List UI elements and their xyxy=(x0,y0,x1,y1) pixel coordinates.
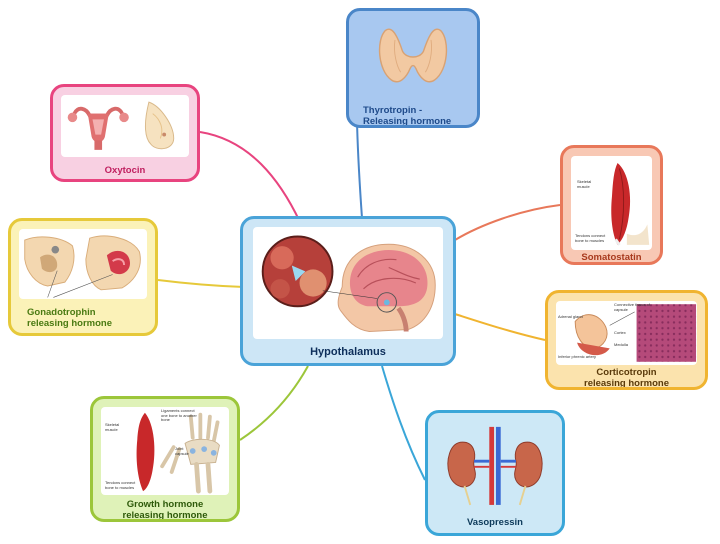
capsule-callout: Connective tissue of capsule xyxy=(614,302,651,312)
kidneys-icon xyxy=(447,426,543,506)
skeletal-muscle-callout: Skeletal muscle xyxy=(577,179,592,189)
link-somatostatin xyxy=(454,204,561,241)
adrenal-gland-icon xyxy=(574,314,610,356)
somatostatin-label: Somatostatin xyxy=(581,252,642,263)
link-gonadotrophin xyxy=(157,279,245,288)
tendons-callout: Tendons connect bone to muscles xyxy=(105,480,136,490)
zoom-circle-icon xyxy=(261,235,334,308)
muscle-icon xyxy=(136,412,155,492)
hand-bones-icon xyxy=(160,412,220,494)
growth-hormone-label: Growth hormone releasing hormone xyxy=(122,499,208,521)
thyrotropin-illustration xyxy=(357,19,469,95)
female-reproductive-icon xyxy=(85,235,141,291)
joint-capsule-callout: Joint capsule xyxy=(175,446,189,456)
oxytocin-label: Oxytocin xyxy=(104,165,146,176)
oxytocin-illustration xyxy=(61,95,189,157)
node-gonadotrophin[interactable]: Gonadotrophin releasing hormone xyxy=(8,218,158,336)
uterus-icon xyxy=(67,106,129,150)
adrenal-gland-callout: Adrenal gland xyxy=(558,314,583,319)
ligaments-callout: Ligaments connect one bone to another bo… xyxy=(161,408,197,422)
skeletal-muscle-callout: Skeletal muscle xyxy=(105,422,120,432)
corticotropin-label: Corticotropin releasing hormone xyxy=(584,367,669,389)
hypothalamus-label: Hypothalamus xyxy=(310,346,386,358)
vasopressin-label: Vasopressin xyxy=(467,517,523,528)
node-somatostatin[interactable]: Skeletal muscle Tendons connect bone to … xyxy=(560,145,663,265)
cortex-callout: Cortex xyxy=(614,330,626,335)
node-vasopressin[interactable]: Vasopressin xyxy=(425,410,565,536)
vasopressin-illustration xyxy=(436,421,554,507)
head-brain-icon xyxy=(337,243,436,332)
muscle-icon xyxy=(611,162,650,246)
link-vasopressin xyxy=(381,365,426,481)
thyrotropin-label: Thyrotropin - Releasing hormone xyxy=(363,105,452,127)
hypothalamus-illustration xyxy=(253,227,443,339)
gonadotrophin-label: Gonadotrophin releasing hormone xyxy=(27,307,112,329)
link-thyrotropin xyxy=(356,121,363,219)
node-thyrotropin[interactable]: Thyrotropin - Releasing hormone xyxy=(346,8,480,128)
somatostatin-illustration: Skeletal muscle Tendons connect bone to … xyxy=(571,156,652,250)
link-oxytocin xyxy=(199,131,301,223)
corticotropin-illustration: Connective tissue of capsule Adrenal gla… xyxy=(556,301,697,365)
breast-icon xyxy=(144,101,175,150)
phrenic-artery-callout: Inferior phrenic artery xyxy=(558,354,597,359)
node-growth-hormone[interactable]: Skeletal muscle Ligaments connect one bo… xyxy=(90,396,240,522)
tendons-callout: Tendons connect bone to muscles xyxy=(575,233,606,243)
link-corticotropin xyxy=(454,313,546,341)
growth-hormone-illustration: Skeletal muscle Ligaments connect one bo… xyxy=(101,407,229,495)
node-oxytocin[interactable]: Oxytocin xyxy=(50,84,200,182)
thyroid-gland-icon xyxy=(378,28,448,83)
node-hypothalamus[interactable]: Hypothalamus xyxy=(240,216,456,366)
node-corticotropin[interactable]: Connective tissue of capsule Adrenal gla… xyxy=(545,290,708,390)
tissue-micrograph-icon xyxy=(636,304,697,362)
medulla-callout: Medulla xyxy=(614,342,629,347)
male-reproductive-icon xyxy=(24,236,75,287)
link-growth xyxy=(239,365,309,441)
gonadotrophin-illustration xyxy=(19,229,147,299)
